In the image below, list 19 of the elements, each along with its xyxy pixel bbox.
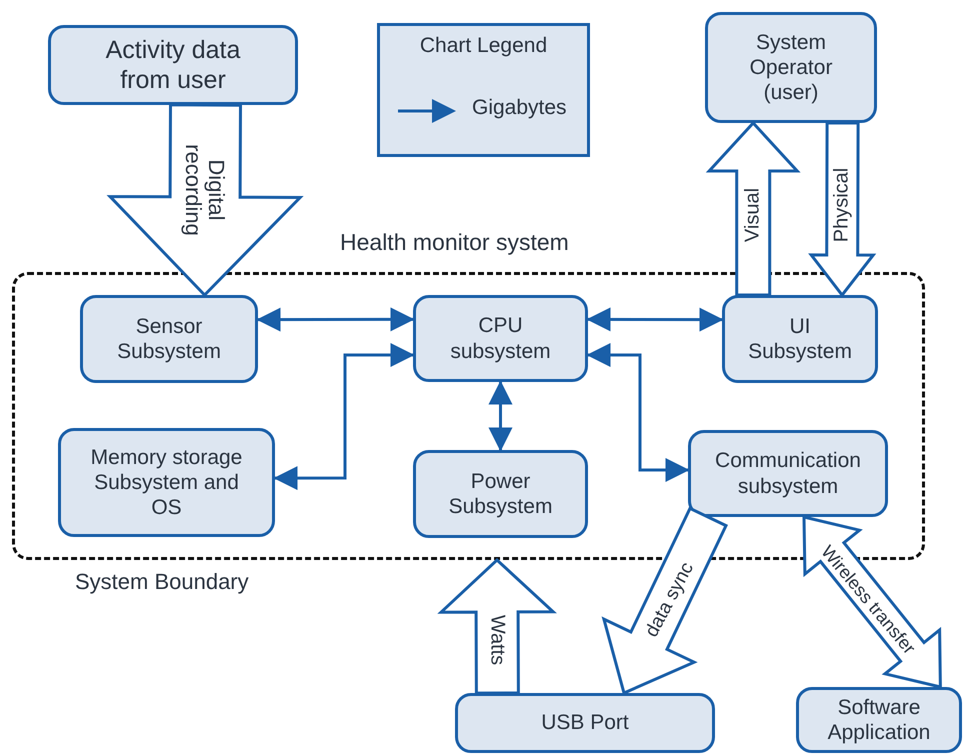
subsystem-box: Software Application <box>796 687 962 753</box>
subsystem-box: Activity data from user <box>48 25 298 105</box>
subsystem-box: Memory storage Subsystem and OS <box>58 428 275 537</box>
subsystem-box: System Operator (user) <box>705 12 877 123</box>
boundary-title: Health monitor system <box>340 229 569 256</box>
legend-title: Chart Legend <box>418 34 548 58</box>
arrow <box>586 307 724 332</box>
arrow <box>586 343 690 482</box>
boundary-caption: System Boundary <box>75 569 249 595</box>
subsystem-box: Sensor Subsystem <box>80 295 258 383</box>
subsystem-box: CPU subsystem <box>413 295 588 382</box>
subsystem-box: UI Subsystem <box>722 295 878 383</box>
subsystem-box: Power Subsystem <box>413 450 588 538</box>
subsystem-box: USB Port <box>455 693 715 753</box>
arrow <box>488 380 512 452</box>
arrow <box>256 307 414 332</box>
arrow <box>274 343 414 490</box>
legend-label: Gigabytes <box>472 96 567 120</box>
subsystem-box: Communication subsystem <box>688 430 888 517</box>
